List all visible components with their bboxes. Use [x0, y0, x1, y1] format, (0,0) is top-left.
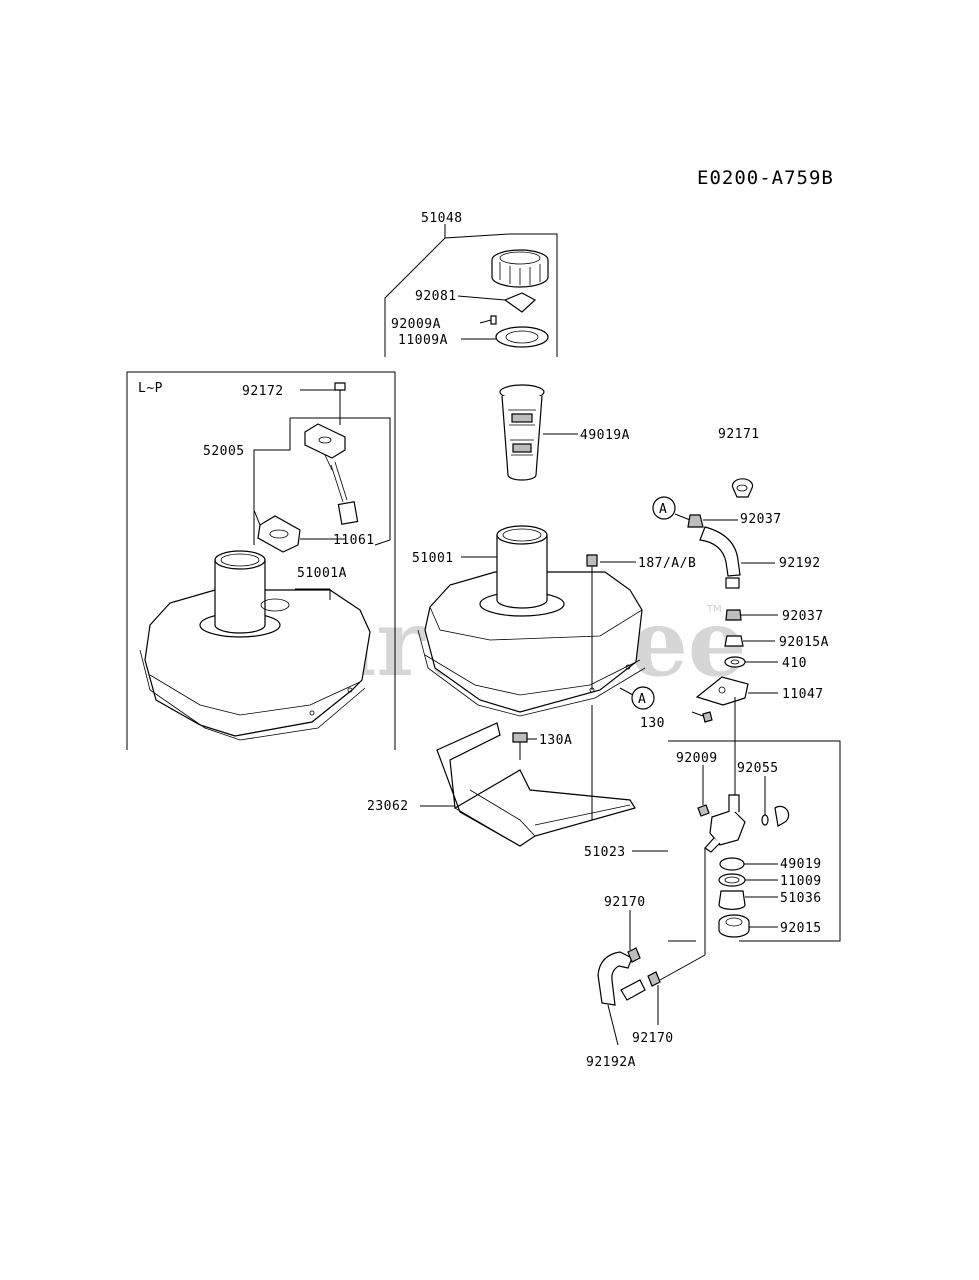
inset-label: L~P [138, 381, 163, 396]
screw-92009A [479, 315, 497, 325]
screw-92009 [697, 765, 710, 817]
label-51001: 51001 [412, 551, 454, 566]
label-11009: 11009 [780, 874, 822, 889]
label-92009: 92009 [676, 751, 718, 766]
clamp-92170-lower [647, 971, 661, 1025]
label-92081: 92081 [415, 289, 457, 304]
trademark: TM [706, 604, 722, 615]
label-92192: 92192 [779, 556, 821, 571]
fuel-tank-51001 [417, 525, 646, 717]
oring-92055 [761, 776, 790, 827]
label-51023: 51023 [584, 845, 626, 860]
label-51001A: 51001A [297, 566, 347, 581]
callout-marker-text: A [638, 692, 646, 707]
bolt-130A [512, 705, 593, 760]
fuel-cock-51023 [704, 794, 746, 853]
label-92172: 92172 [242, 384, 284, 399]
ring-nut-92015 [718, 914, 778, 938]
fuel-sender-unit [304, 382, 359, 525]
hose-92192A [597, 951, 646, 1046]
label-92009A: 92009A [391, 317, 441, 332]
clamp-92171 [731, 478, 754, 498]
inset-lp: L~P [126, 371, 396, 750]
label-410: 410 [782, 656, 807, 671]
label-51048: 51048 [421, 211, 463, 226]
gasket-11061 [257, 515, 301, 553]
nut-92015A [724, 635, 775, 647]
label-92171: 92171 [718, 427, 760, 442]
label-92015: 92015 [780, 921, 822, 936]
label-51036: 51036 [780, 891, 822, 906]
label-11009A: 11009A [398, 333, 448, 348]
callout-marker-a-line: A [652, 496, 691, 521]
diagram-code: E0200-A759B [697, 167, 834, 189]
fuel-filter-49019A [499, 384, 578, 481]
label-92055: 92055 [737, 761, 779, 776]
clamp-92037-top [687, 514, 738, 528]
plate-92081 [503, 292, 537, 313]
label-11061: 11061 [333, 533, 375, 548]
label-49019A: 49019A [580, 428, 630, 443]
label-23062: 23062 [367, 799, 409, 814]
heat-shield-23062 [420, 722, 636, 847]
label-92192A: 92192A [586, 1055, 636, 1070]
clamp-92037-lower [725, 609, 778, 621]
filter-49019 [719, 857, 778, 871]
label-11047: 11047 [782, 687, 824, 702]
clamp-92170-upper [627, 910, 641, 963]
label-92170-upper: 92170 [604, 895, 646, 910]
bowl-51036 [718, 890, 778, 910]
callout-marker-text: A [659, 502, 667, 517]
fuel-tank-inset [139, 550, 371, 741]
gasket-11009 [718, 873, 778, 887]
label-92170-lower: 92170 [632, 1031, 674, 1046]
washer-410 [724, 656, 778, 668]
fuel-cap [491, 249, 549, 288]
label-92015A: 92015A [779, 635, 829, 650]
label-92037-lower: 92037 [782, 609, 824, 624]
gasket-11009A [461, 326, 549, 348]
callout-marker-a-tank: A [619, 686, 655, 710]
label-130A: 130A [539, 733, 572, 748]
label-187AB: 187/A/B [638, 556, 696, 571]
bolt-187AB [586, 554, 636, 690]
label-92037-top: 92037 [740, 512, 782, 527]
hose-92192 [699, 526, 775, 589]
label-130: 130 [640, 716, 665, 731]
label-52005: 52005 [203, 444, 245, 459]
label-49019: 49019 [780, 857, 822, 872]
